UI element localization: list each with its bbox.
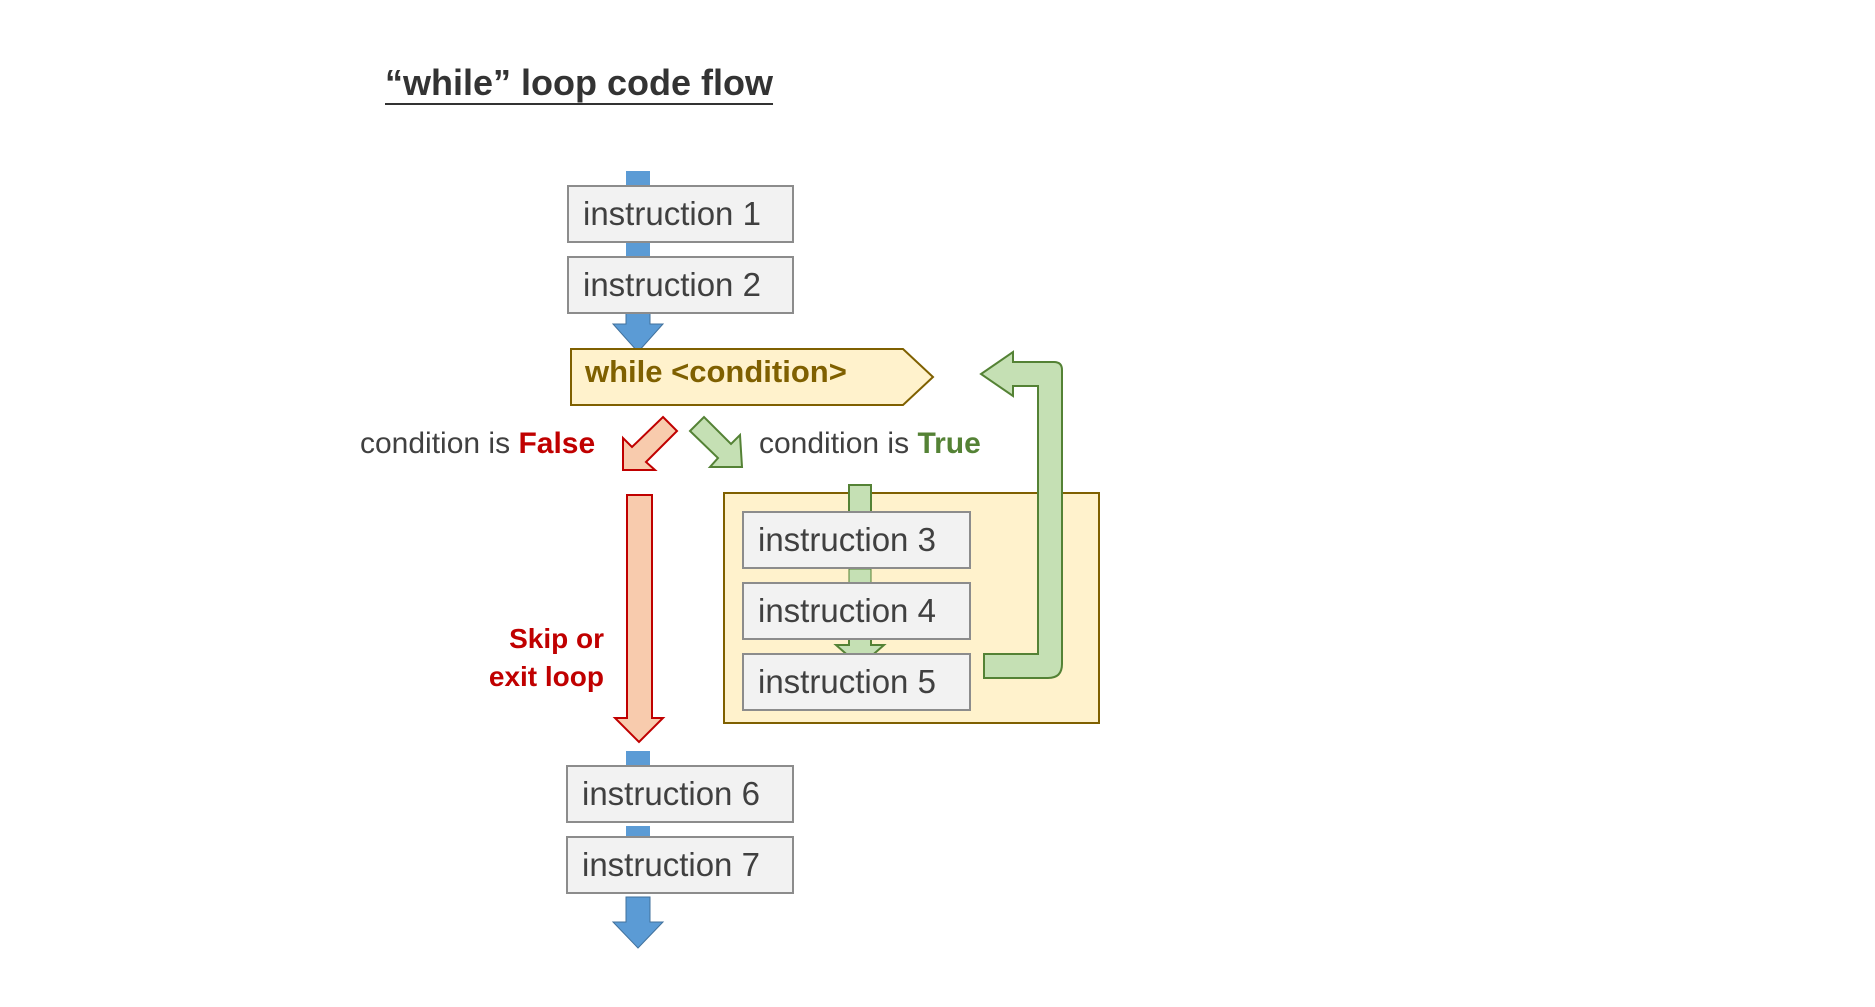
flow-connector-top — [626, 171, 650, 187]
instruction-4-box: instruction 4 — [742, 582, 971, 640]
false-value: False — [518, 427, 596, 460]
skip-label-line2: exit loop — [488, 661, 604, 692]
instruction-1-box: instruction 1 — [567, 185, 794, 243]
instruction-5-box: instruction 5 — [742, 653, 971, 711]
instruction-6-box: instruction 6 — [566, 765, 794, 823]
skip-exit-label: Skip or exit loop — [468, 620, 604, 696]
instruction-7-box: instruction 7 — [566, 836, 794, 894]
flow-connector-1-2 — [626, 242, 650, 258]
skip-label-line1: Skip or — [509, 623, 604, 654]
false-branch-arrow — [622, 415, 679, 471]
flow-arrow-exit — [611, 896, 665, 949]
instruction-2-box: instruction 2 — [567, 256, 794, 314]
page-title: “while” loop code flow — [385, 62, 774, 103]
false-branch-prefix: condition is — [360, 427, 519, 460]
true-value: True — [917, 427, 981, 460]
while-condition-label: while <condition> — [585, 354, 847, 389]
while-condition-shape — [570, 348, 935, 406]
loop-back-arrow — [979, 350, 1063, 679]
flow-arrow-to-while — [611, 311, 665, 353]
instruction-3-box: instruction 3 — [742, 511, 971, 569]
false-branch-label: condition is False — [360, 427, 595, 461]
true-branch-prefix: condition is — [759, 427, 918, 460]
true-branch-label: condition is True — [759, 427, 981, 461]
skip-exit-arrow — [612, 494, 666, 744]
true-branch-arrow — [688, 415, 744, 468]
